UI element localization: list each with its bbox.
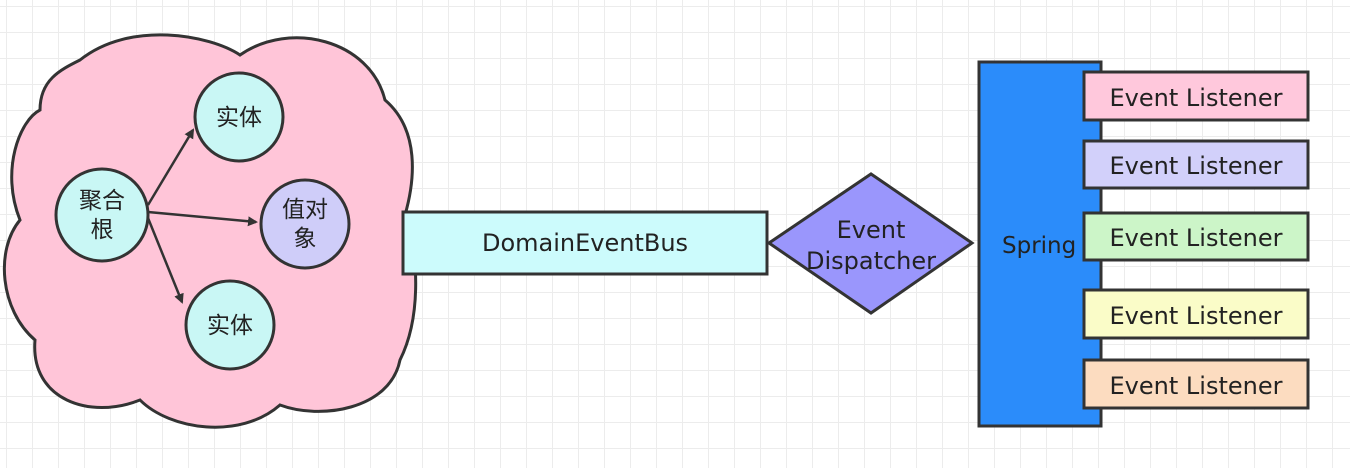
entity-node-bottom: [184, 279, 276, 371]
value-object-label-line2: 象: [294, 226, 317, 252]
aggregate-root-node: [54, 167, 150, 263]
event-listener-label: Event Listener: [1110, 302, 1283, 330]
arrow-root-to-value-object: [147, 210, 258, 227]
event-dispatcher-label-line1: Event: [837, 216, 906, 244]
event-listener-label: Event Listener: [1110, 224, 1283, 252]
arrow-root-to-entity-top: [146, 128, 195, 206]
event-listener-box: [1082, 288, 1310, 340]
entity-node-top: [193, 71, 285, 163]
domain-event-bus: [401, 210, 769, 276]
arrow-root-to-entity-bottom: [146, 217, 184, 304]
event-listener-box: [1082, 139, 1310, 190]
listener-group: Event Listener Event Listener Event List…: [1082, 70, 1310, 410]
event-listener-label: Event Listener: [1110, 84, 1283, 112]
event-dispatcher: [766, 172, 975, 315]
event-listener-label: Event Listener: [1110, 152, 1283, 180]
value-object-label-line1: 值对: [282, 197, 328, 223]
event-dispatcher-label-line2: Dispatcher: [806, 247, 936, 275]
event-listener-box: [1082, 358, 1310, 410]
domain-event-bus-label: DomainEventBus: [482, 229, 688, 257]
value-object-node: [259, 178, 351, 270]
entity-top-label: 实体: [216, 105, 262, 131]
spring-container: [977, 60, 1103, 428]
entity-bottom-label: 实体: [207, 313, 253, 339]
event-listener-box: [1082, 211, 1310, 262]
aggregate-root-label-line2: 根: [91, 217, 114, 243]
event-listener-box: [1082, 70, 1310, 122]
aggregate-root-label-line1: 聚合: [79, 188, 125, 214]
event-listener-label: Event Listener: [1110, 372, 1283, 400]
aggregate-cloud: [2, 33, 418, 429]
spring-label: Spring: [1002, 233, 1076, 259]
